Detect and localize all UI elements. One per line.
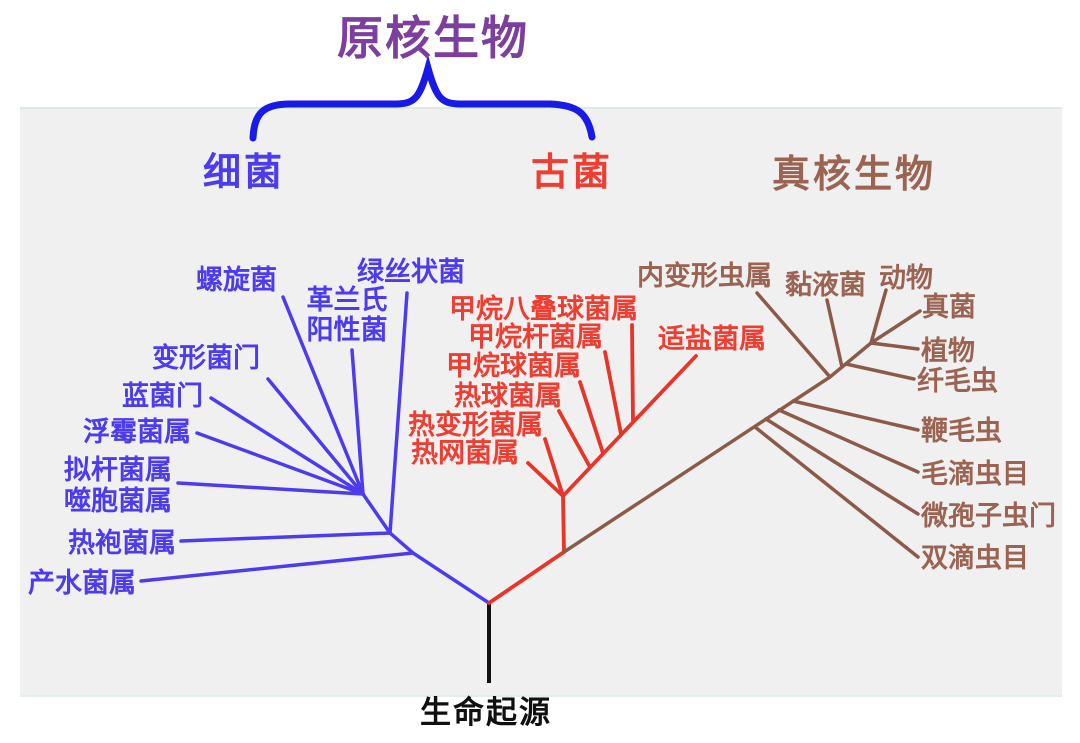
branch-bacteroides-cytophaga <box>176 481 365 496</box>
taxon-methanobacterium: 甲烷杆菌属 <box>468 322 603 352</box>
branch-gram-positive <box>350 348 365 496</box>
diagram-panel <box>20 107 1062 697</box>
branch-thermococcus <box>557 409 592 469</box>
taxon-aquifex: 产水菌属 <box>28 568 136 598</box>
taxon-ciliates: 纤毛虫 <box>917 366 998 396</box>
header-bacteria: 细菌 <box>203 152 286 194</box>
taxon-pyrodicticum: 热网菌属 <box>411 438 519 468</box>
taxon-thermococcus: 热球菌属 <box>454 381 562 411</box>
taxon-thermoproteus: 热变形菌属 <box>408 410 543 440</box>
branch-thermoproteus <box>543 437 565 498</box>
branch-archaea-trunk <box>487 494 566 605</box>
taxon-cytophaga: 噬胞菌属 <box>64 486 172 516</box>
taxon-methanococcus: 甲烷球菌属 <box>446 351 581 381</box>
branch-entamoebae <box>755 291 832 379</box>
branch-planctomyces <box>195 431 365 496</box>
branch-microsporidia <box>764 417 920 516</box>
taxon-planctomyces: 浮霉菌属 <box>83 417 191 447</box>
branch-plants <box>869 341 920 351</box>
taxon-diplomonads: 双滴虫目 <box>921 543 1029 573</box>
taxon-gram-positive: 革兰氏 阳性菌 <box>306 285 388 346</box>
branch-pyrodicticum <box>526 461 565 498</box>
prokaryote-brace-icon <box>249 54 596 142</box>
diagram-title: 原核生物 <box>337 12 529 64</box>
taxon-plants: 植物 <box>921 336 975 366</box>
branch-halophiles <box>561 354 698 498</box>
taxon-bacteroides: 拟杆菌属 <box>64 455 172 485</box>
taxon-thermotoga: 热袍菌属 <box>68 528 176 558</box>
branch-trichomonads <box>777 408 920 474</box>
branch-green-filamentous <box>388 291 409 535</box>
taxon-animals: 动物 <box>879 263 933 293</box>
branch-methanococcus <box>578 380 605 455</box>
taxon-proteobacteria: 变形菌门 <box>152 343 260 373</box>
branch-flagellates <box>791 399 920 432</box>
origin-of-life-label: 生命起源 <box>420 695 552 730</box>
branch-slime-molds <box>825 298 844 369</box>
taxon-fungi: 真菌 <box>922 292 976 322</box>
taxon-cyanobacteria: 蓝菌门 <box>122 381 203 411</box>
branch-animals <box>869 288 888 345</box>
branch-thermotoga <box>179 531 392 543</box>
branch-methanosarcina <box>630 323 635 423</box>
branch-bacteria-trunk <box>361 492 491 605</box>
branch-diplomonads <box>753 425 920 559</box>
taxon-trichomonads: 毛滴虫目 <box>921 459 1029 489</box>
taxon-slime-molds: 黏液菌 <box>785 270 866 300</box>
branch-methanobacterium <box>603 350 623 436</box>
branch-cyanobacteria <box>209 396 365 496</box>
branch-aquifex <box>139 551 415 583</box>
taxon-halophiles: 适盐菌属 <box>658 324 766 354</box>
taxon-green-filamentous: 绿丝状菌 <box>357 257 465 287</box>
taxon-microsporidia: 微孢子虫门 <box>921 501 1056 531</box>
branch-proteobacteria <box>266 377 365 496</box>
header-archaea: 古菌 <box>531 152 614 194</box>
branch-fungi <box>869 309 922 345</box>
header-eukaryota: 真核生物 <box>772 154 937 196</box>
taxon-spirochetes: 螺旋菌 <box>196 265 277 295</box>
branch-spirochetes <box>281 295 365 496</box>
taxon-methanosarcina: 甲烷八叠球菌属 <box>449 294 638 324</box>
taxon-flagellates: 鞭毛虫 <box>921 416 1002 446</box>
taxon-entamoebae: 内变形虫属 <box>637 261 772 291</box>
branch-ciliates <box>844 362 916 381</box>
